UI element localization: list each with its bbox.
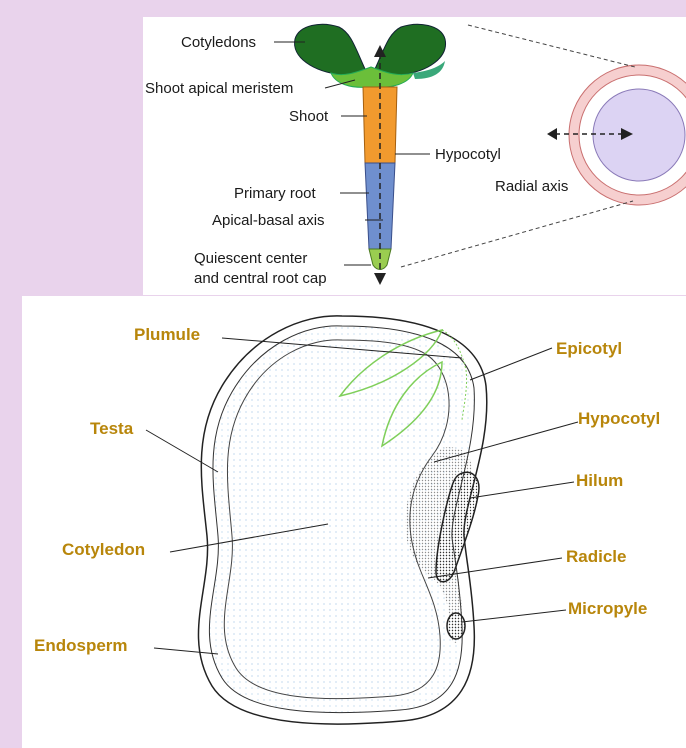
root-cap-shape: [368, 248, 392, 270]
label-hypocotyl: Hypocotyl: [435, 146, 501, 163]
seed-anatomy-diagram: Plumule Epicotyl Testa Hypocotyl Hilum C…: [22, 296, 686, 748]
leader-endosperm: [153, 647, 219, 655]
micropyle-shape: [446, 612, 466, 640]
radial-inner-circle: [592, 88, 686, 182]
label-quiescent-center-line2: and central root cap: [194, 270, 327, 287]
connector-line-top: [467, 24, 636, 68]
connector-line-bottom: [400, 200, 634, 268]
leader-shoot-apical-meristem: [324, 79, 356, 89]
label-apical-basal-axis: Apical-basal axis: [212, 212, 325, 229]
leader-epicotyl: [469, 347, 553, 381]
cotyledon-left-shape: [294, 23, 367, 78]
label-plumule: Plumule: [134, 325, 200, 344]
label-hilum: Hilum: [576, 471, 623, 490]
label-primary-root: Primary root: [234, 185, 317, 202]
label-epicotyl: Epicotyl: [556, 339, 622, 358]
label-shoot-apical-meristem: Shoot apical meristem: [145, 80, 293, 97]
leader-plumule: [221, 337, 463, 359]
seed-anatomy-svg: Plumule Epicotyl Testa Hypocotyl Hilum C…: [34, 315, 660, 725]
label-shoot: Shoot: [289, 108, 329, 125]
plumule-leaf-2: [380, 360, 443, 448]
leader-cotyledon: [169, 523, 329, 553]
meristem-edge-shape: [413, 61, 445, 79]
label-quiescent-center-line1: Quiescent center: [194, 250, 307, 267]
label-radicle: Radicle: [566, 547, 626, 566]
leader-testa: [145, 429, 219, 473]
embryo-axes-diagram: Cotyledons Shoot apical meristem Shoot H…: [143, 17, 686, 295]
cotyledon-shape: [223, 339, 450, 700]
plumule-stem: [441, 329, 467, 421]
leader-radicle: [427, 557, 563, 579]
label-testa: Testa: [90, 419, 134, 438]
leader-hypocotyl: [433, 421, 579, 463]
label-cotyledons: Cotyledons: [181, 34, 256, 51]
hilum-shape: [435, 471, 480, 583]
label-endosperm: Endosperm: [34, 636, 128, 655]
label-cotyledon: Cotyledon: [62, 540, 145, 559]
apical-basal-arrowhead-bottom: [374, 273, 386, 285]
radial-axis-arrowhead-left: [547, 128, 557, 140]
label-hypocotyl: Hypocotyl: [578, 409, 660, 428]
apical-basal-arrowhead-top: [374, 45, 386, 57]
radial-axis-arrowhead-right: [621, 128, 633, 140]
label-micropyle: Micropyle: [568, 599, 647, 618]
leader-micropyle: [461, 609, 567, 623]
leader-hilum: [469, 481, 575, 499]
embryo-axes-svg: Cotyledons Shoot apical meristem Shoot H…: [145, 23, 686, 287]
label-radial-axis: Radial axis: [495, 178, 568, 195]
